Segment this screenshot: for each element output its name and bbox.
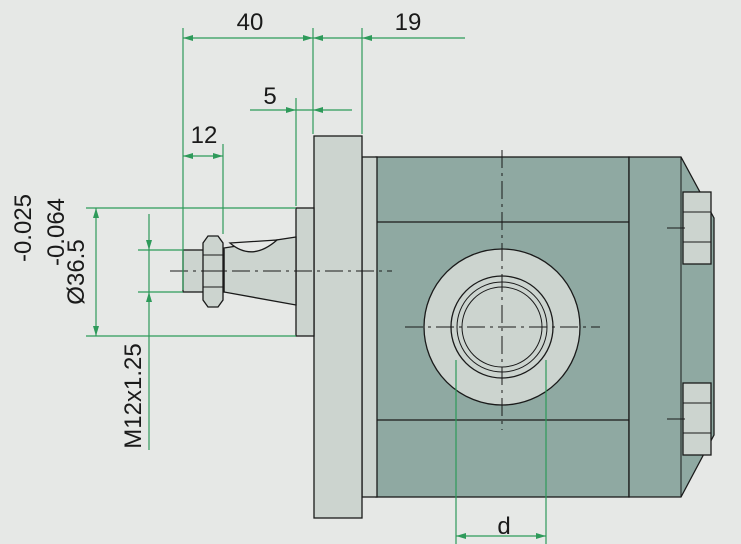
dim-d-label: d <box>497 513 510 540</box>
dim-19-label: 19 <box>395 9 422 36</box>
dim-40-label: 40 <box>237 9 264 36</box>
pilot-spigot <box>295 207 315 337</box>
dimension-labels: 40 19 5 12 Ø36.5 -0.025 -0.064 M12x1.25 … <box>10 9 511 540</box>
center-lines <box>170 150 600 430</box>
dimension-lines <box>86 28 547 544</box>
dim-thread-label: M12x1.25 <box>120 343 147 448</box>
dim-diameter-label: Ø36.5 <box>63 239 90 304</box>
tolerance-lower-label: -0.064 <box>43 198 70 266</box>
bolt-top <box>667 191 712 265</box>
mounting-flange <box>313 135 363 519</box>
tolerance-upper-label: -0.025 <box>10 194 37 262</box>
dim-5-label: 5 <box>263 83 276 110</box>
adapter-plate <box>361 156 378 498</box>
shaft-key <box>228 239 279 253</box>
dim-12-label: 12 <box>191 122 218 149</box>
bolt-bottom <box>667 382 712 456</box>
